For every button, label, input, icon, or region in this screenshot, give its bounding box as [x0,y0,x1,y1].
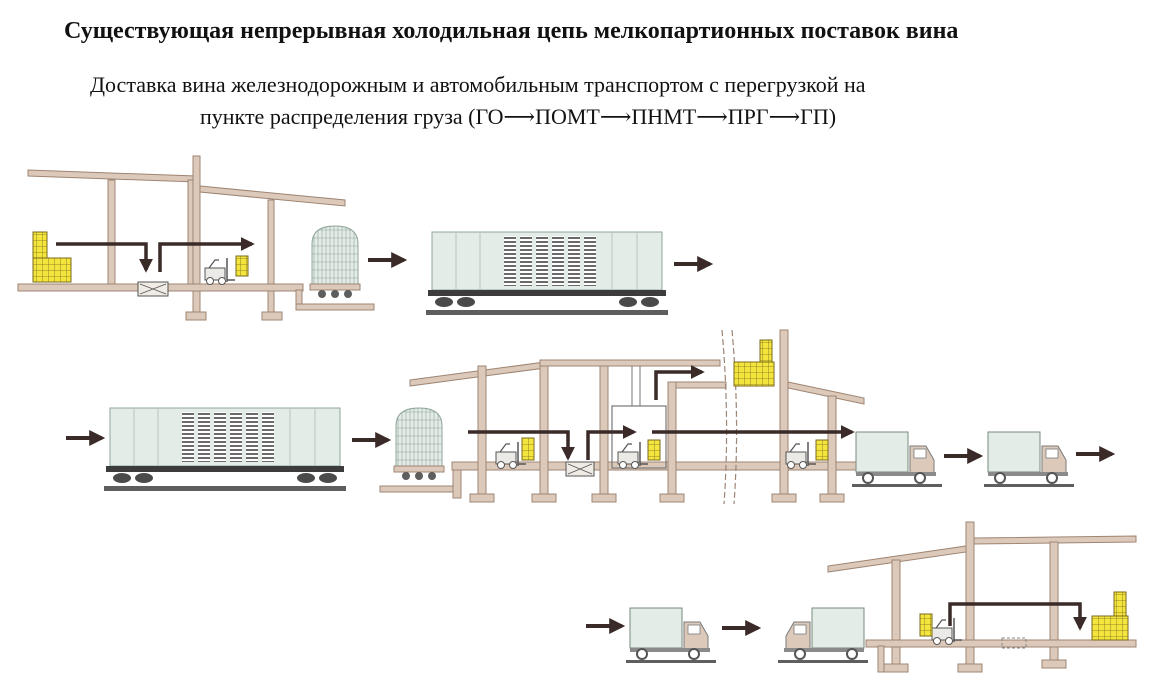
route-arrow-icon: ⟶ [768,104,801,129]
freight-wagon-icon [425,231,669,316]
scale-platform [1001,637,1027,649]
flow-arrow-icon [158,237,255,272]
tank-wagon-icon [393,407,445,481]
subtitle-suffix: ) [828,104,837,129]
page-title: Существующая непрерывная холодильная цеп… [64,18,959,44]
consignee-warehouse [827,521,1137,673]
cargo-box-icon [733,361,775,387]
route-arrow-icon: ⟶ [503,104,536,129]
subtitle-line-2: пункте распределения груза (ГО⟶ПОМТ⟶ПНМТ… [200,104,836,130]
subtitle-line-1: Доставка вина железнодорожным и автомоби… [90,72,866,97]
forklift-icon [204,257,236,286]
flow-arrow-icon [654,365,705,400]
cold-store-wall [721,329,738,505]
route-step-5: ГП [800,104,829,129]
forklift-icon [617,441,649,470]
cargo-box-icon [647,439,661,461]
cargo-box-icon [1091,615,1129,641]
route-chain: ГО⟶ПОМТ⟶ПНМТ⟶ПРГ⟶ГП [475,104,828,129]
route-step-4: ПРГ [727,104,769,129]
cargo-box-icon [815,439,829,461]
cargo-box-icon [32,257,72,283]
forklift-icon [931,617,963,646]
flow-arrow-icon [468,430,575,461]
route-step-1: ГО [475,104,504,129]
route-arrow-icon: ⟶ [696,104,728,129]
route-step-2: ПОМТ [535,104,600,129]
truck-icon [777,607,869,664]
route-arrow-icon: ⟶ [599,104,632,129]
truck-icon [625,607,717,664]
cargo-box-icon [759,339,773,363]
tank-wagon-icon [309,225,361,299]
cargo-box-icon [919,613,933,637]
transfer-terminal [379,329,865,503]
forklift-icon [785,441,817,470]
truck-icon [851,431,943,488]
cargo-box-icon [1113,591,1127,617]
truck-icon [983,431,1075,488]
subtitle-prefix: пункте распределения груза ( [200,104,476,129]
cooling-chamber [611,366,667,469]
cargo-box-icon [521,437,535,461]
route-step-3: ПНМТ [631,104,697,129]
flow-arrow-icon [586,425,637,460]
freight-wagon-icon [103,407,347,492]
flow-arrow-icon [948,602,1087,631]
cargo-box-icon [235,255,249,277]
cargo-box-icon [32,231,48,259]
flow-arrow-icon [56,242,153,273]
